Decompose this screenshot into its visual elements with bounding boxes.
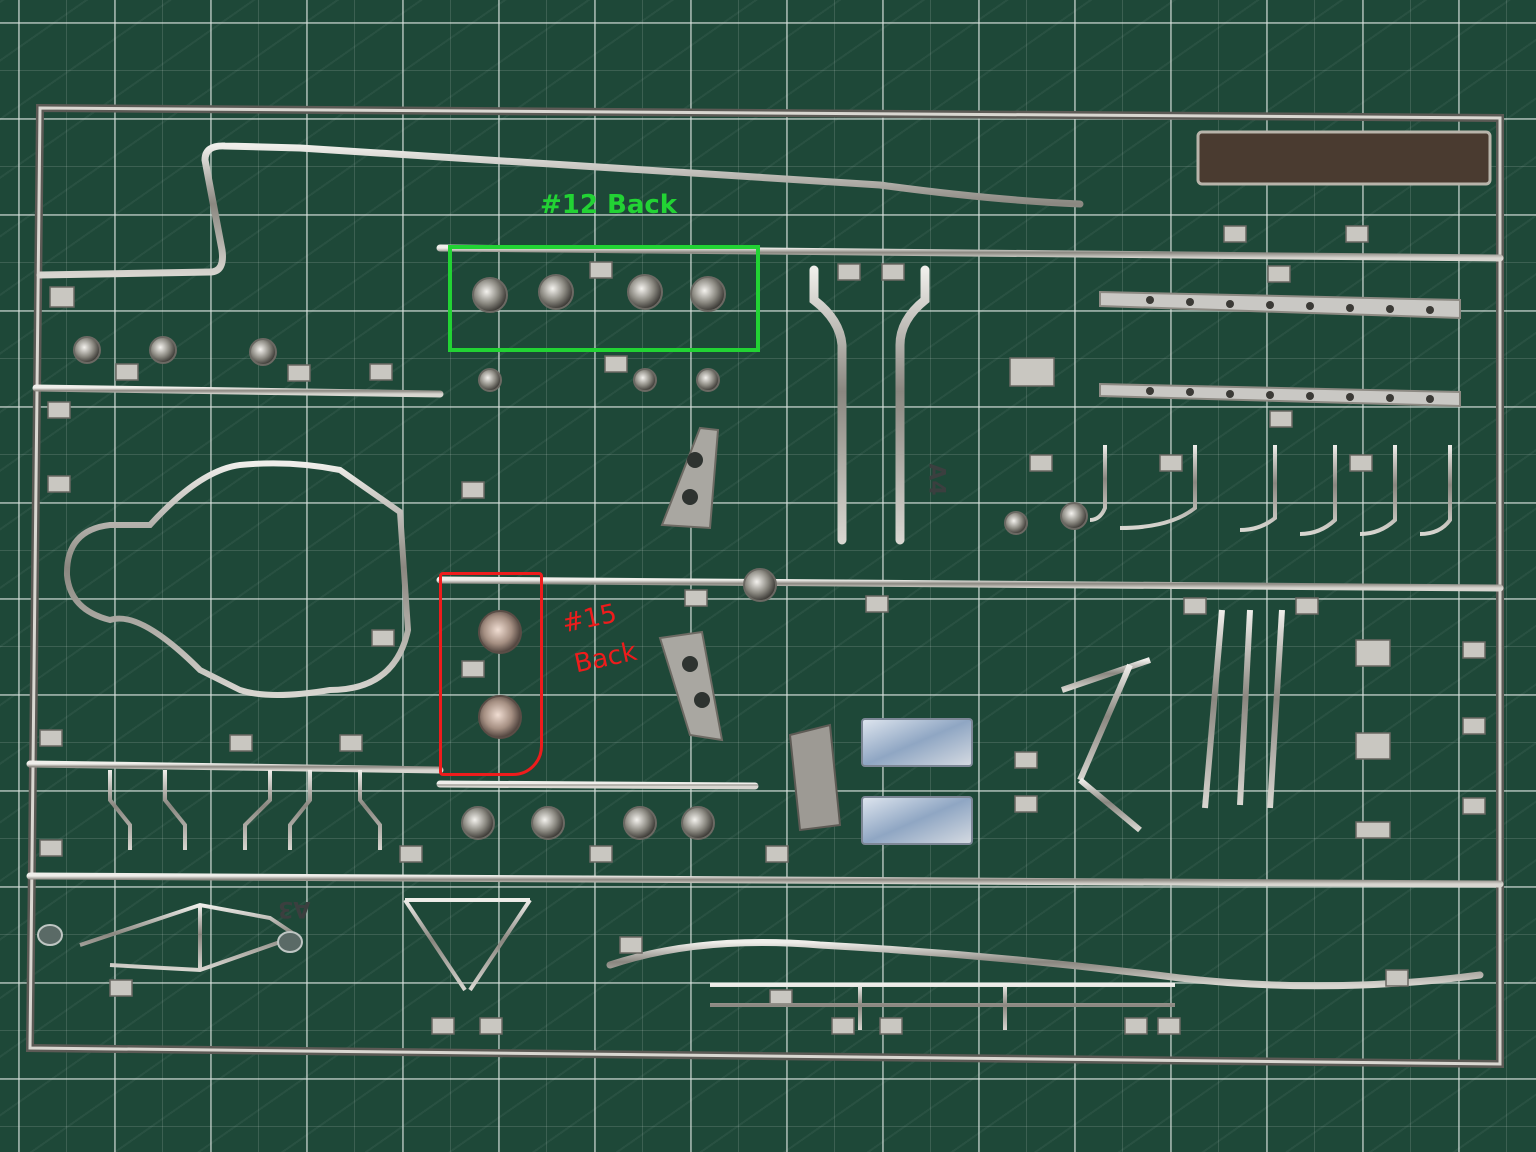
sprue-part-drill-holes <box>1146 296 1434 403</box>
sprue-part-blue-plates <box>861 718 973 845</box>
sprue-part-a-arm <box>79 898 532 992</box>
sprue-part-exhaust-pipes <box>809 265 930 545</box>
sprue-part-tube-ends <box>37 924 303 953</box>
green-highlight-box <box>448 245 760 352</box>
sprue-part-heatshield-bar <box>1196 130 1492 186</box>
green-annotation: #12 Back <box>540 190 678 220</box>
sprue-part-bracket-holes <box>682 452 710 708</box>
sprue-part-hook-rods <box>1008 270 1452 536</box>
sprue-part-headlight-buckets <box>73 274 1088 840</box>
sprue-part-taillight-lenses <box>478 610 522 739</box>
sprue-part-dark-plate <box>788 723 842 832</box>
sprue-part-gates <box>39 225 1486 1035</box>
sprue-tag-a3: A3 <box>278 896 311 921</box>
sprue-part-drilled-bars <box>1099 290 1461 408</box>
sprue-part-shock-absorbers <box>1061 609 1285 833</box>
red-highlight-box <box>439 572 543 776</box>
sprue-tag-a4: A4 <box>923 463 949 496</box>
sprue-frame-highlight <box>28 106 1502 1066</box>
sprue-part-lower-rods <box>108 770 1175 1030</box>
sprue-part-frame-loop <box>63 460 412 698</box>
sprue-part-triangle-brackets <box>658 426 724 742</box>
sprue-runners <box>26 114 1504 1056</box>
